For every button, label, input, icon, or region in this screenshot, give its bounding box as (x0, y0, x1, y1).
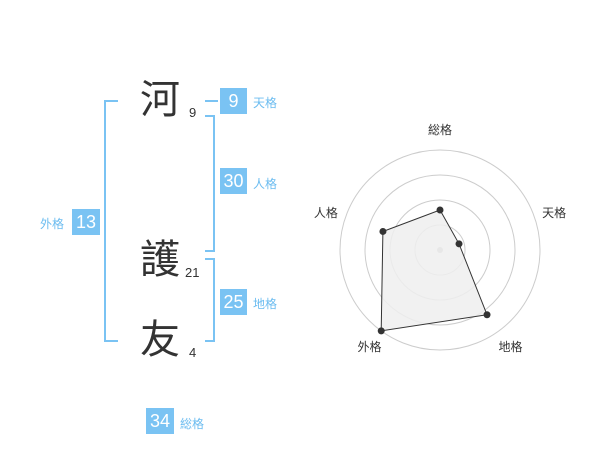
name-char-3-strokes: 4 (189, 345, 197, 360)
soukaku-label: 総格 (180, 417, 205, 431)
soukaku-value-box: 34 (146, 408, 174, 434)
gaikaku-label: 外格 (40, 217, 65, 231)
radar-data-area (380, 209, 488, 332)
gaikaku-value-box: 13 (72, 209, 100, 235)
radar-axis-label: 地格 (498, 339, 522, 354)
tenkaku-bracket (205, 100, 218, 102)
tenkaku-value-box: 9 (220, 88, 247, 114)
chikaku-value-box: 25 (220, 289, 247, 315)
radar-point-3 (483, 311, 491, 319)
name-char-1-strokes: 9 (189, 105, 197, 120)
jinkaku-value-box: 30 (220, 168, 247, 194)
radar-axis-label: 外格 (357, 339, 381, 354)
chikaku-label: 地格 (253, 297, 278, 311)
jinkaku-bracket (205, 115, 215, 252)
radar-grid-ring (339, 149, 541, 351)
jinkaku-label: 人格 (253, 177, 278, 191)
radar-point-5 (379, 227, 387, 235)
name-char-2: 護 (140, 237, 180, 283)
chikaku-bracket (205, 258, 215, 342)
radar-grid-ring (364, 174, 516, 326)
gaikaku-bracket (104, 100, 118, 342)
name-char-3: 友 (140, 317, 180, 363)
radar-point-2 (455, 240, 463, 248)
name-char-1: 河 (140, 77, 180, 123)
tenkaku-label: 天格 (253, 96, 278, 110)
radar-point-4 (377, 327, 385, 335)
radar-axis-label: 天格 (542, 205, 566, 220)
radar-point-1 (436, 206, 444, 214)
radar-axis-label: 総格 (428, 122, 452, 137)
name-char-2-strokes: 21 (185, 265, 200, 280)
radar-axis-label: 人格 (314, 205, 338, 220)
